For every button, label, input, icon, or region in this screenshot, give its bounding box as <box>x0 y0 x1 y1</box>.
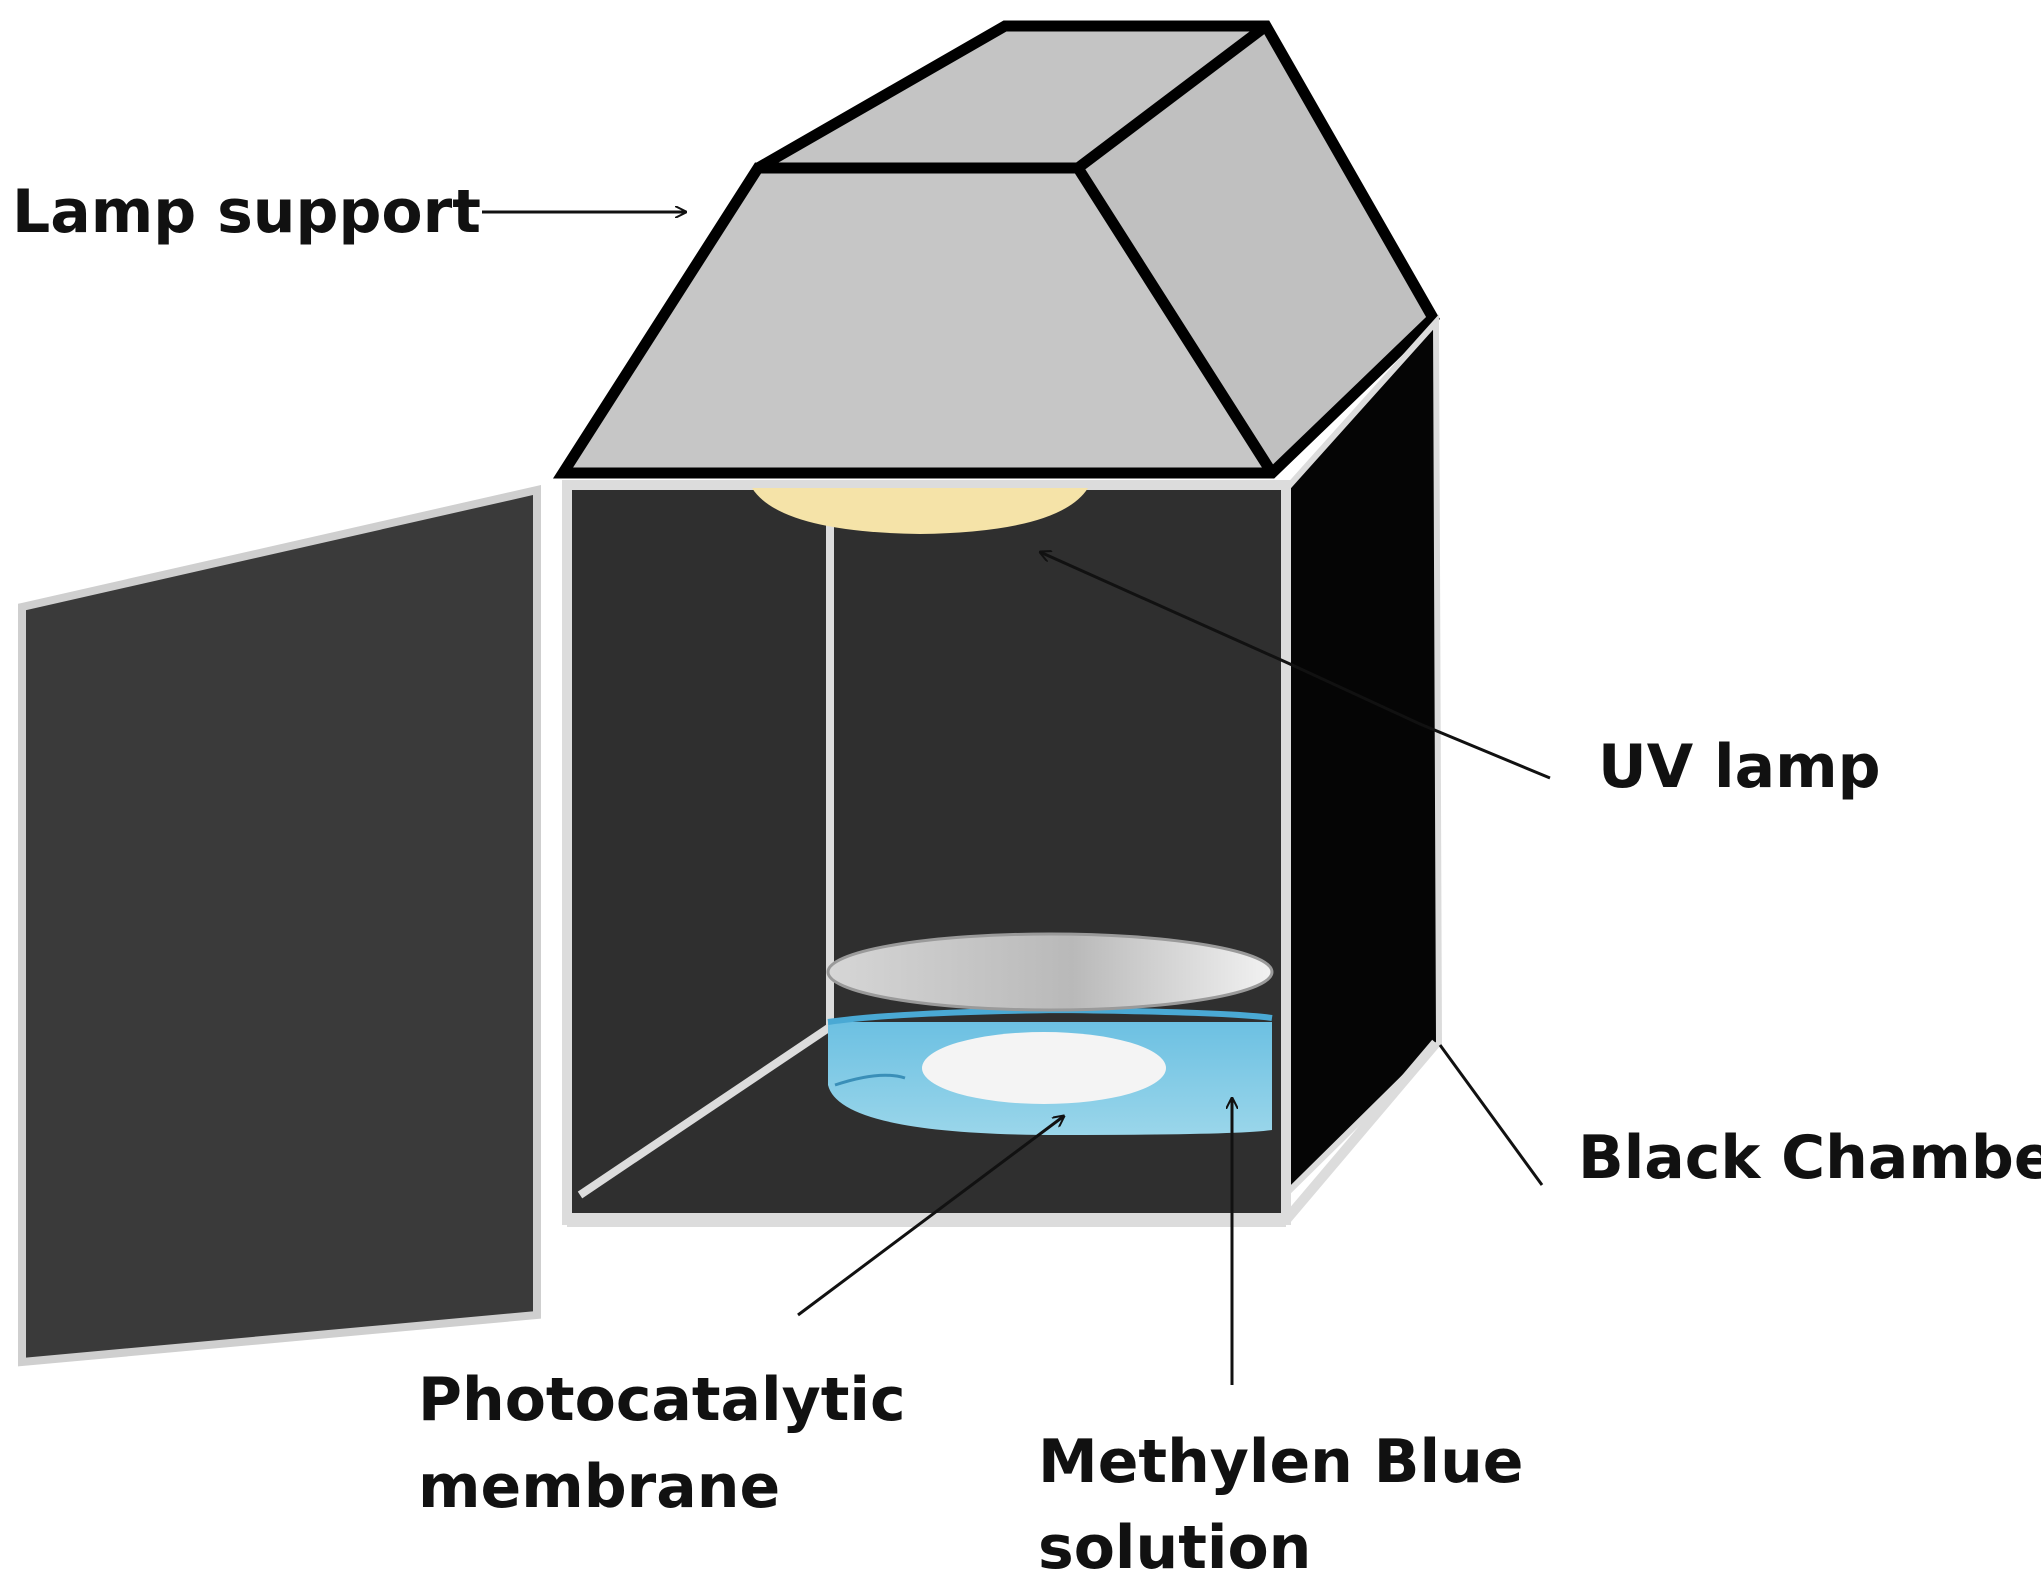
label-solution-line2: solution <box>1038 1513 1311 1583</box>
label-membrane-line1: Photocatalytic <box>418 1365 906 1435</box>
label-solution-line1: Methylen Blue <box>1038 1427 1523 1497</box>
dish-lid <box>826 932 1274 1012</box>
lamp-support-side-face <box>1078 26 1433 473</box>
lamp-support-front-face <box>563 168 1272 473</box>
uv-lamp-arrow <box>1040 552 1551 780</box>
lamp-support-top-face <box>758 26 1266 168</box>
membrane-arrow <box>797 1116 1064 1317</box>
label-lamp-support: Lamp support <box>12 177 481 247</box>
label-membrane-line2: membrane <box>418 1452 780 1522</box>
petri-dish <box>826 932 1274 1135</box>
black-chamber-leader <box>1438 1044 1544 1186</box>
uv-lamp <box>752 488 1088 534</box>
chamber-door <box>18 484 541 1367</box>
label-black-chamber: Black Chamber <box>1578 1123 2041 1193</box>
interior-floor-edge <box>577 1023 833 1199</box>
label-uv-lamp: UV lamp <box>1598 732 1881 802</box>
lamp-support <box>552 20 1440 479</box>
photocatalytic-membrane <box>922 1032 1166 1104</box>
